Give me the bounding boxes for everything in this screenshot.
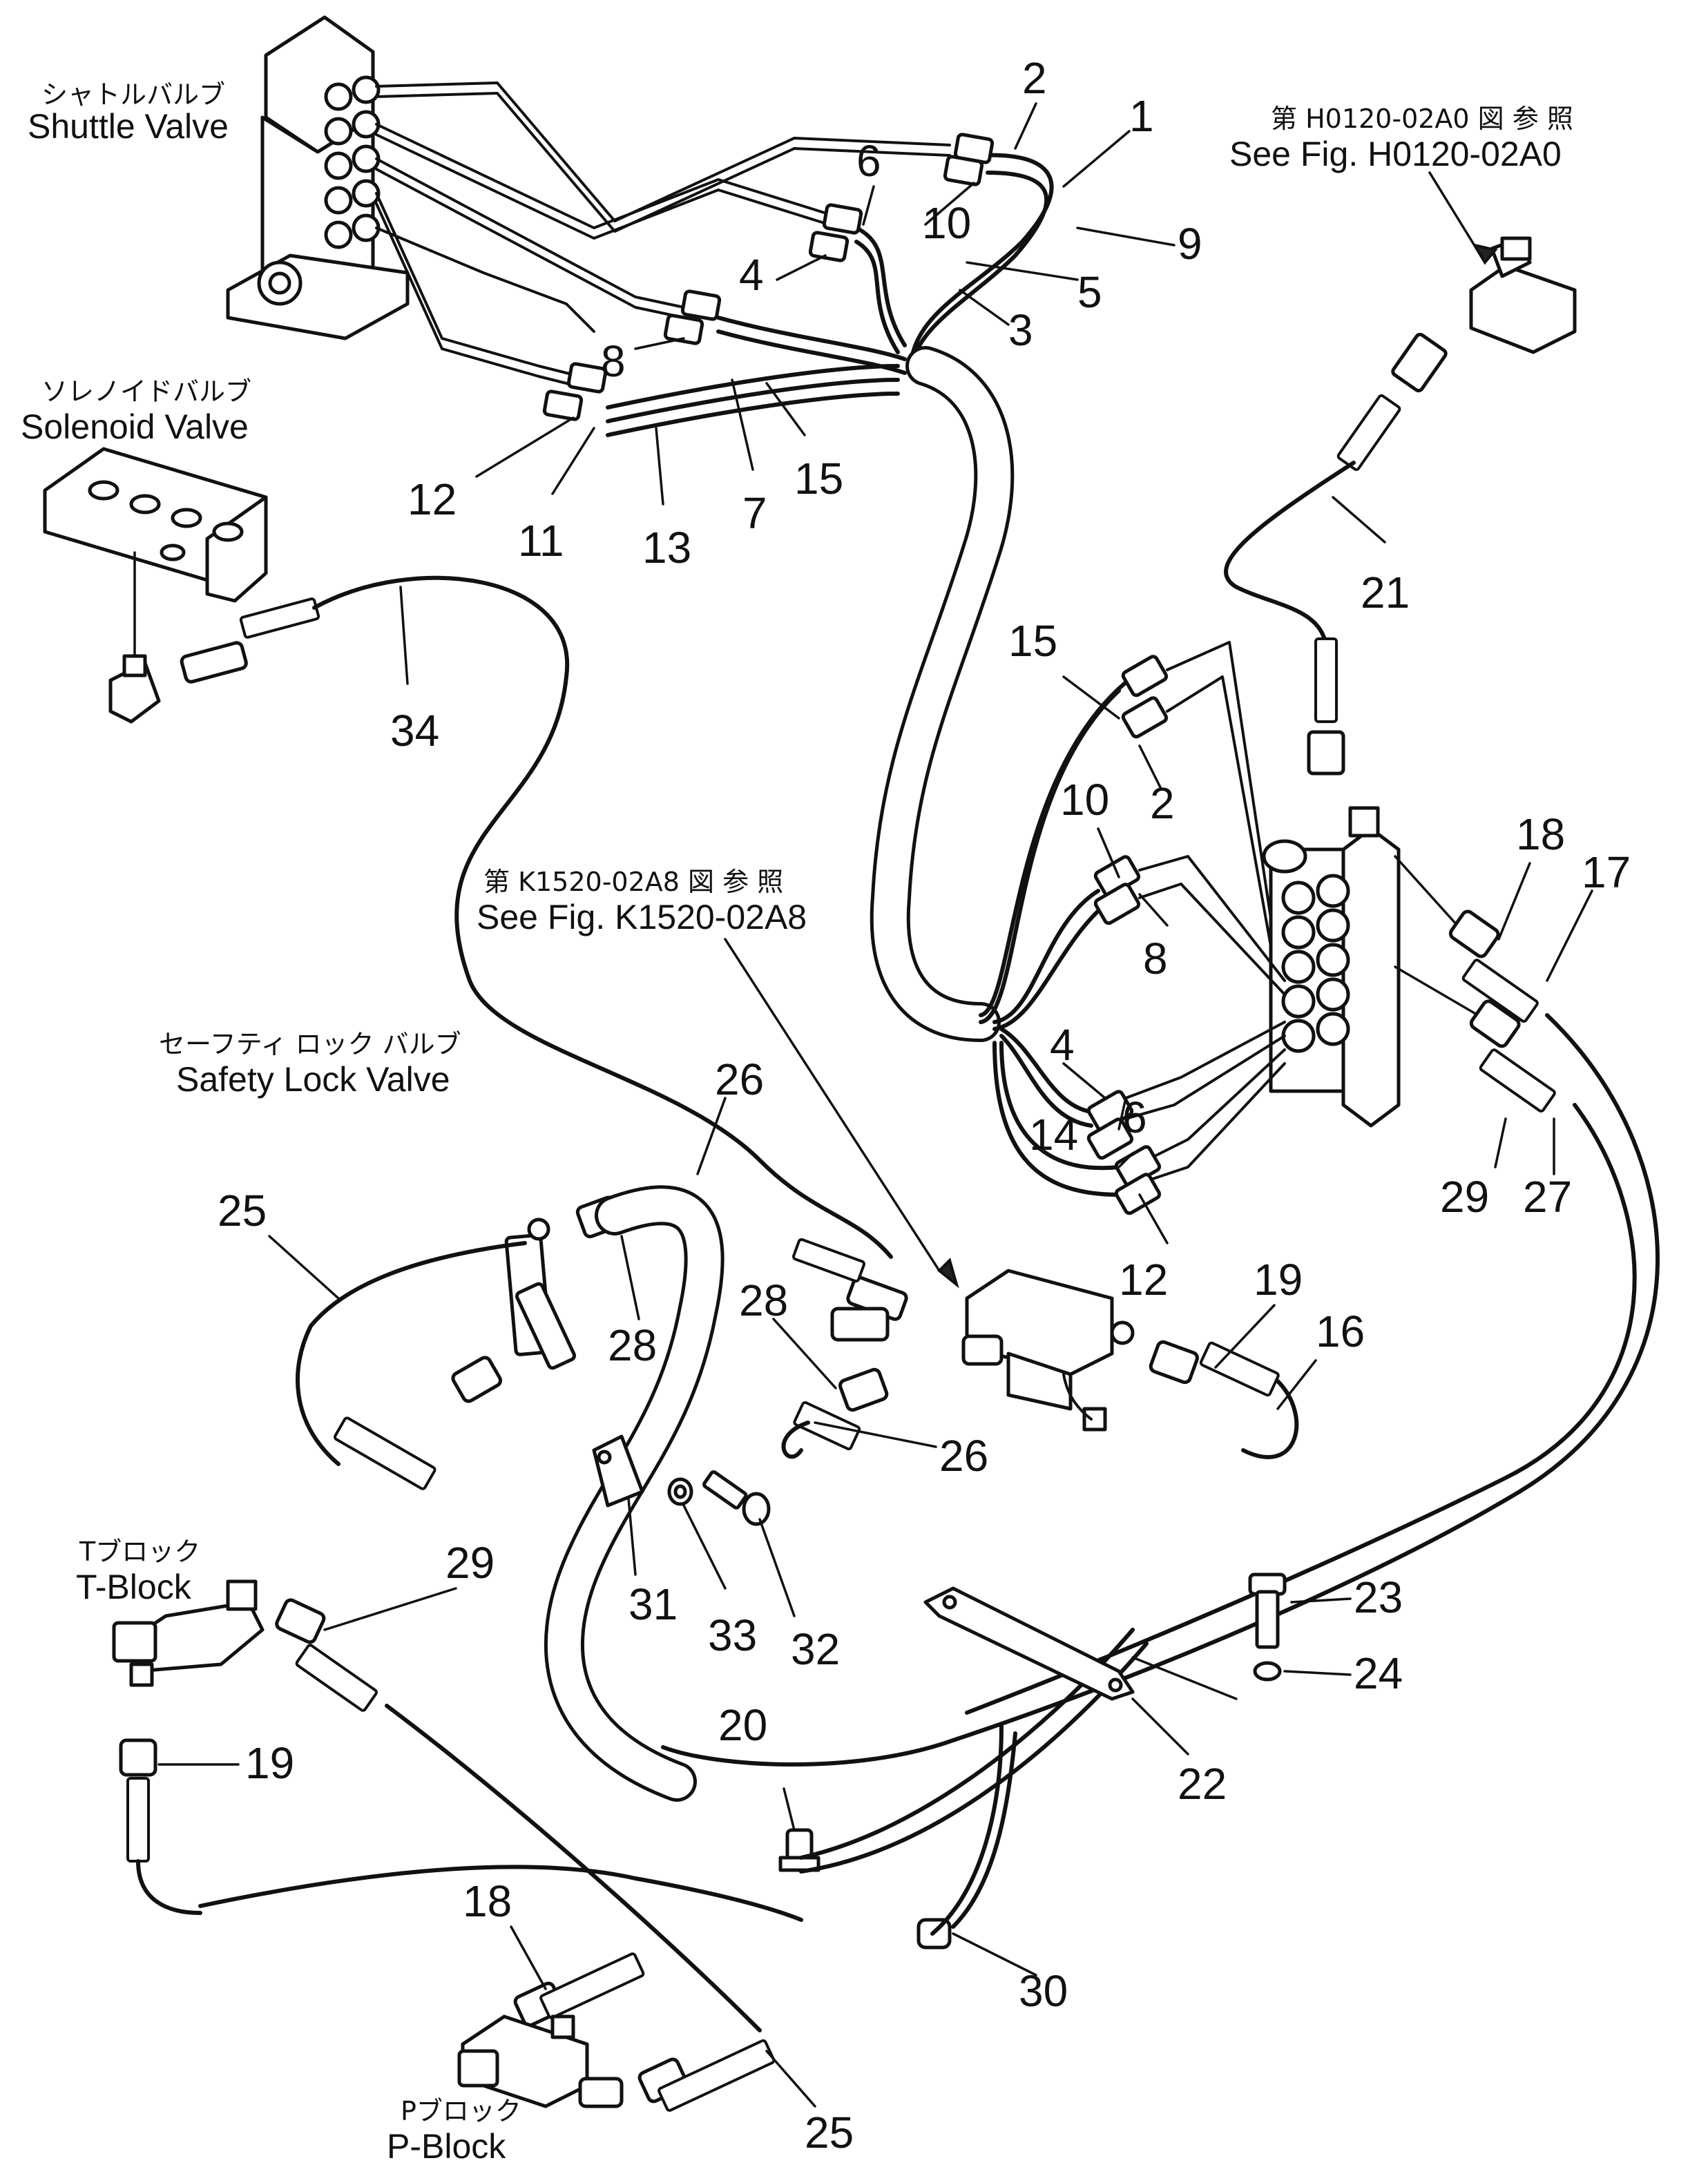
callout-29-lower: 29: [445, 1538, 495, 1588]
ref-h0120-jp: 第 H0120-02A0 図 参 照: [1271, 104, 1573, 134]
callout-10: 10: [922, 198, 971, 248]
control-valve: [1262, 806, 1401, 1128]
shuttle-valve-label-jp: シャトルバルブ: [41, 79, 225, 110]
callout-3: 3: [1008, 305, 1033, 355]
callout-18: 18: [1516, 809, 1565, 859]
ref-k1520-jp: 第 K1520-02A8 図 参 照: [483, 867, 783, 897]
callout-23: 23: [1354, 1572, 1403, 1622]
safety-lock-valve-label-jp: セーフティ ロック バルブ: [159, 1029, 461, 1059]
callout-27: 27: [1523, 1172, 1572, 1222]
callout-18-lower: 18: [463, 1876, 512, 1926]
clamp-31: [592, 1434, 644, 1508]
t-block-label-jp: Tブロック: [79, 1537, 200, 1567]
bolt-32: [702, 1470, 771, 1526]
callout-10-lower: 10: [1060, 775, 1109, 825]
upper-hose-bundle: [606, 153, 1054, 1042]
shuttle-valve-ports: [324, 75, 381, 249]
callout-6-lower: 6: [1122, 1093, 1147, 1142]
t-block-label-en: T-Block: [76, 1568, 192, 1606]
shuttle-valve: [226, 15, 410, 340]
callout-25-lower: 25: [805, 2108, 854, 2157]
ref-h0120-en: See Fig. H0120-02A0: [1229, 135, 1562, 173]
callout-30: 30: [1019, 1966, 1068, 2016]
washer-33: [667, 1477, 693, 1506]
callout-6: 6: [856, 136, 881, 186]
solenoid-valve-label-jp: ソレノイドバルブ: [41, 376, 251, 407]
callout-22: 22: [1178, 1759, 1227, 1809]
callout-16: 16: [1316, 1307, 1365, 1356]
callout-12: 12: [407, 474, 457, 524]
callout-34: 34: [390, 706, 439, 756]
hose-25-lower: [637, 2039, 776, 2112]
solenoid-valve-label-en: Solenoid Valve: [21, 407, 249, 446]
callout-11: 11: [518, 516, 564, 566]
callout-2-lower: 2: [1150, 778, 1175, 828]
safety-lock-valve: [724, 938, 1135, 1432]
callout-numbers: 2 1 6 10 9 4 5 3 8 12 11 13 7 15 21 34 1…: [218, 53, 1631, 2157]
leader-lines: [157, 102, 1593, 2108]
bolt-23: [1248, 1572, 1287, 1649]
clip-20: [778, 1828, 821, 1872]
callout-24: 24: [1354, 1648, 1403, 1698]
callout-14: 14: [1029, 1110, 1078, 1160]
shuttle-pilot-lines: [375, 81, 951, 388]
callout-7: 7: [742, 488, 767, 538]
callout-5: 5: [1077, 267, 1102, 317]
p-block: [457, 2014, 624, 2108]
control-valve-fittings: [1086, 655, 1169, 1215]
callout-19: 19: [1254, 1255, 1303, 1305]
callout-26: 26: [715, 1055, 764, 1104]
figure-references: 第 H0120-02A0 図 参 照 See Fig. H0120-02A0 第…: [477, 104, 1573, 936]
hose-21: [1224, 236, 1577, 776]
callout-2: 2: [1022, 53, 1047, 103]
hose-34: [180, 575, 908, 1321]
callout-21: 21: [1361, 568, 1410, 617]
callout-9: 9: [1178, 219, 1202, 269]
callout-15-lower: 15: [1008, 616, 1057, 666]
t-block: [112, 1579, 803, 2032]
safety-lock-valve-label-en: Safety Lock Valve: [176, 1060, 450, 1099]
callout-17: 17: [1582, 847, 1631, 897]
hoses-17-27: [661, 855, 1660, 1767]
ref-k1520-en: See Fig. K1520-02A8: [477, 898, 807, 936]
callout-25: 25: [218, 1186, 267, 1235]
callout-33: 33: [708, 1610, 757, 1660]
lower-hose-bundle: [979, 675, 1135, 1197]
callout-26-lower: 26: [939, 1431, 988, 1481]
callout-8: 8: [601, 336, 626, 386]
hose-18-lower: [513, 1952, 645, 2028]
p-block-label-en: P-Block: [387, 2127, 506, 2165]
callout-4-lower: 4: [1050, 1020, 1075, 1070]
upper-fittings: [542, 133, 995, 421]
callout-4: 4: [739, 250, 764, 300]
callout-19-lower: 19: [245, 1738, 294, 1788]
solenoid-valve: [43, 447, 268, 724]
shuttle-valve-label-en: Shuttle Valve: [28, 107, 229, 146]
callout-20: 20: [718, 1700, 767, 1750]
callout-28-right: 28: [739, 1276, 788, 1325]
callout-12-lower: 12: [1119, 1255, 1168, 1305]
callout-1: 1: [1129, 91, 1154, 141]
component-labels: シャトルバルブ Shuttle Valve ソレノイドバルブ Solenoid …: [21, 79, 521, 2165]
p-block-label-jp: Pブロック: [401, 2096, 521, 2126]
hose-16: [1149, 1340, 1299, 1459]
control-valve-pilot-lines: [1124, 641, 1286, 1182]
safety-lock-block: [296, 1218, 577, 1490]
bracket-22: [923, 1586, 1238, 1701]
callout-28: 28: [608, 1320, 657, 1370]
washer-24: [1253, 1661, 1282, 1682]
callout-29: 29: [1440, 1172, 1489, 1222]
callout-31: 31: [628, 1579, 678, 1629]
callout-8-lower: 8: [1143, 934, 1168, 983]
callout-32: 32: [791, 1624, 840, 1674]
callout-13: 13: [642, 523, 691, 572]
callout-15: 15: [794, 454, 843, 503]
